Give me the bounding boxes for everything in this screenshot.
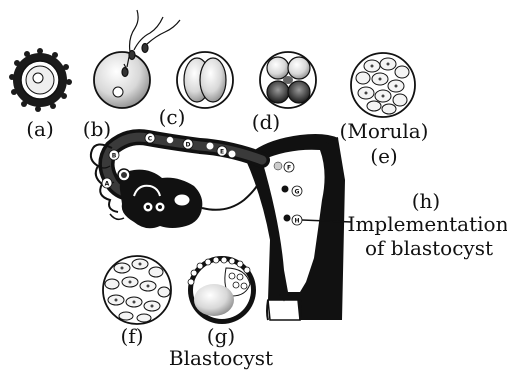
svg-text:E: E (220, 149, 224, 156)
marker-c: C (145, 133, 155, 143)
marker-f: F (284, 162, 294, 172)
morula-cell (351, 53, 415, 117)
label-c: (c) (159, 107, 186, 127)
svg-text:G: G (295, 189, 300, 196)
label-g: (g) (207, 326, 235, 346)
marker-g: G (292, 186, 302, 196)
four-cell-stage (260, 52, 316, 108)
marker-a: A (102, 178, 112, 188)
fertilization-cell (94, 10, 180, 108)
label-e: (e) (370, 146, 397, 166)
marker-b: B (109, 150, 119, 160)
svg-text:D: D (186, 142, 191, 149)
marker-e: E (217, 146, 227, 156)
label-f: (f) (120, 326, 143, 346)
blastocyst-cell (188, 256, 256, 324)
label-h: (h) (412, 191, 441, 211)
label-b: (b) (83, 119, 111, 139)
svg-text:A: A (105, 181, 110, 188)
label-of-blastocyst: of blastocyst (365, 238, 493, 258)
ovum-cell (9, 48, 72, 112)
marker-d: D (183, 139, 193, 149)
label-implementation: Implementation (348, 214, 507, 234)
label-a: (a) (26, 119, 54, 139)
two-cell-stage (177, 52, 233, 108)
label-blastocyst: Blastocyst (169, 348, 273, 368)
cleavage-cluster-cell (103, 256, 171, 324)
marker-h: H (292, 215, 302, 225)
svg-text:H: H (294, 218, 299, 225)
svg-text:B: B (112, 153, 117, 160)
svg-text:C: C (148, 136, 153, 143)
label-morula: (Morula) (340, 121, 429, 141)
svg-text:F: F (287, 165, 291, 172)
ovary (110, 169, 262, 228)
label-d: (d) (252, 112, 280, 132)
